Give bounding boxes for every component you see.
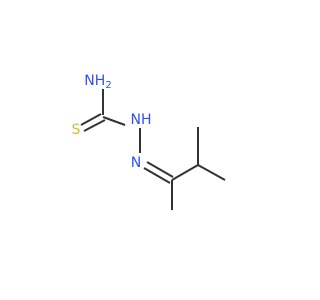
bond-c-ch [171, 164, 199, 181]
amine-h-count: 2 [105, 80, 111, 91]
atom-labels: NH2 S NH N [72, 73, 152, 171]
amine-nitrogen-label: NH2 [84, 73, 111, 91]
bonds [80, 89, 226, 210]
bond-n-c-2 [143, 167, 171, 184]
bond-c-s-2 [83, 119, 106, 132]
sulfur-label: S [72, 122, 81, 138]
thiosemicarbazone-structure: NH2 S NH N [72, 73, 226, 210]
bond-ch-methyl-right [197, 164, 226, 181]
bond-n-c-1 [146, 161, 174, 178]
hydrazine-h: H [141, 112, 152, 128]
hydrazine-nitrogen-label: NH [130, 112, 151, 128]
bond-c-s-1 [80, 113, 102, 126]
amine-n: N [84, 73, 94, 89]
hydrazine-n: N [130, 112, 140, 128]
bond-c-nh [102, 116, 126, 126]
amine-h: H [95, 73, 106, 89]
imine-nitrogen-label: N [131, 155, 141, 171]
